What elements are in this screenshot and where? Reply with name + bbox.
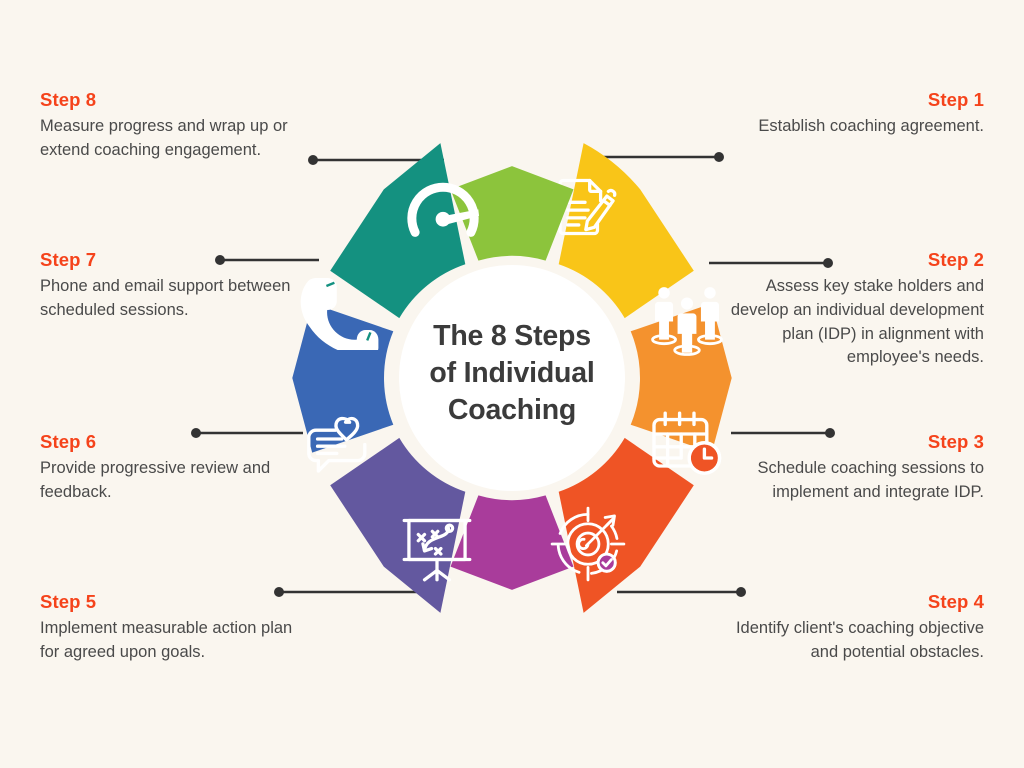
step-description-3: Schedule coaching sessions to implement … (757, 459, 984, 501)
center-title-line-3: Coaching (447, 393, 577, 426)
connector-dot-step-6 (191, 428, 201, 438)
center-title-line-2: of Individual (429, 356, 595, 389)
connector-dot-step-8 (308, 155, 318, 165)
callout-step-4[interactable]: Step 4 Identify client's coaching object… (724, 591, 984, 665)
connector-dot-step-3 (825, 428, 835, 438)
connector-dot-step-4 (736, 587, 746, 597)
callout-step-3[interactable]: Step 3 Schedule coaching sessions to imp… (724, 431, 984, 505)
step-label-2: Step 2 (927, 249, 984, 270)
callout-step-2[interactable]: Step 2 Assess key stake holders and deve… (724, 249, 984, 370)
connector-dot-step-7 (215, 255, 225, 265)
callout-step-7[interactable]: Step 7 Phone and email support between s… (40, 249, 300, 323)
connector-dots (191, 152, 835, 597)
callout-step-8[interactable]: Step 8 Measure progress and wrap up or e… (40, 89, 300, 163)
wheel-segment-step-5[interactable] (330, 437, 472, 613)
wheel-segment-step-8[interactable] (412, 166, 574, 261)
stakeholders-group-icon (651, 285, 723, 356)
segment-shape-step-4[interactable] (450, 495, 574, 590)
connector-dot-step-2 (823, 258, 833, 268)
step-label-4: Step 4 (927, 591, 984, 612)
wheel-segment-step-1[interactable] (558, 143, 694, 319)
segment-shape-step-2[interactable] (630, 303, 732, 453)
segment-shape-step-3[interactable] (558, 437, 694, 613)
step-label-1: Step 1 (927, 89, 984, 110)
step-description-4: Identify client's coaching objective and… (735, 619, 984, 661)
step-description-7: Phone and email support between schedule… (40, 277, 291, 319)
center-hub (399, 265, 625, 491)
step-description-5: Implement measurable action plan for agr… (40, 619, 293, 661)
callout-step-6[interactable]: Step 6 Provide progressive review and fe… (40, 431, 300, 505)
step-label-5: Step 5 (40, 591, 97, 612)
connector-dot-step-5 (274, 587, 284, 597)
step-label-8: Step 8 (40, 89, 97, 110)
page-title: The 8 Steps of Individual Coaching (378, 318, 646, 428)
wheel-segment-step-4[interactable] (450, 495, 626, 590)
segment-shape-step-1[interactable] (558, 143, 694, 319)
step-description-1: Establish coaching agreement. (758, 117, 984, 136)
step-description-2: Assess key stake holders and develop an … (730, 277, 984, 367)
step-label-3: Step 3 (927, 431, 984, 452)
callout-step-5[interactable]: Step 5 Implement measurable action plan … (40, 591, 300, 665)
step-description-8: Measure progress and wrap up or extend c… (40, 117, 288, 159)
step-label-7: Step 7 (40, 249, 97, 270)
connector-lines (196, 155, 830, 594)
step-label-6: Step 6 (40, 431, 97, 452)
center-title-line-1: The 8 Steps (433, 320, 591, 352)
step-description-6: Provide progressive review and feedback. (40, 459, 271, 501)
connector-dot-step-1 (714, 152, 724, 162)
callout-step-1[interactable]: Step 1 Establish coaching agreement. (724, 89, 984, 139)
wheel-segment-step-3[interactable] (558, 411, 722, 613)
segment-shape-step-5[interactable] (330, 437, 466, 613)
wheel-segment-step-2[interactable] (630, 285, 732, 453)
segment-shape-step-8[interactable] (450, 166, 574, 261)
